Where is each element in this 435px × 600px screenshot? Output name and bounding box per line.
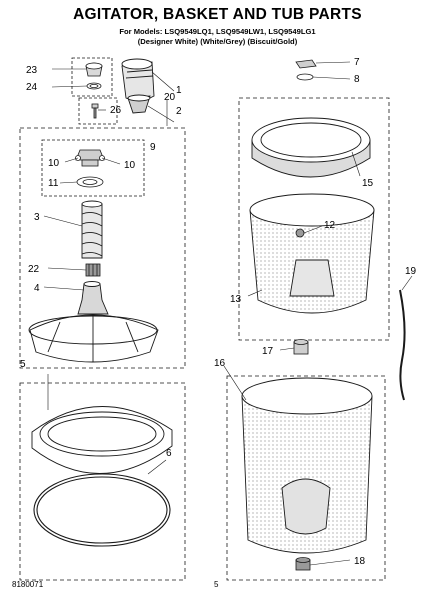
callout-19: 19 [405, 266, 417, 277]
part-26-bolt [91, 103, 99, 119]
part-6-gasket [33, 473, 171, 547]
part-8-washer [296, 73, 314, 81]
part-11-cam [76, 176, 104, 188]
part-10-dogs [75, 149, 105, 167]
group-box-20 [19, 127, 186, 369]
callout-1: 1 [176, 85, 182, 96]
part-5-balance-ring [31, 406, 173, 474]
callout-4: 4 [34, 283, 40, 294]
callout-18: 18 [354, 556, 366, 567]
callout-10-right: 10 [124, 160, 136, 171]
callout-11: 11 [48, 178, 59, 189]
part-19-hose [399, 289, 406, 401]
models-line: For Models: LSQ9549LQ1, LSQ9549LW1, LSQ9… [119, 27, 316, 36]
part-3-auger [81, 200, 103, 259]
part-13-basket [249, 193, 375, 314]
group-box-16-18 [226, 375, 386, 581]
part-7-nut [295, 59, 317, 69]
callout-17: 17 [262, 346, 274, 357]
callout-13: 13 [230, 294, 242, 305]
part-17-cap [293, 339, 309, 355]
callout-7: 7 [354, 57, 360, 68]
doc-number: 8180071 [12, 580, 44, 589]
group-box-26 [78, 97, 118, 125]
callout-2: 2 [176, 106, 182, 117]
part-24-seal [86, 82, 102, 90]
callout-24: 24 [26, 82, 38, 93]
part-18-nut [295, 557, 311, 571]
page-title: AGITATOR, BASKET AND TUB PARTS [73, 6, 362, 23]
part-1-agitator-cap [121, 58, 155, 101]
group-box-23-24 [71, 57, 113, 97]
callout-10-left: 10 [48, 158, 60, 169]
callout-23: 23 [26, 65, 38, 76]
callout-15: 15 [362, 178, 374, 189]
callout-5: 5 [20, 359, 26, 370]
page-number: 5 [214, 580, 219, 589]
callout-12: 12 [324, 220, 336, 231]
group-box-9 [41, 139, 145, 197]
part-23-cap [85, 62, 103, 77]
part-4-agitator-base [28, 281, 159, 363]
part-12-hub-nut [295, 228, 305, 238]
colors-line: (Designer White) (White/Grey) (Biscuit/G… [137, 37, 298, 46]
callout-9: 9 [150, 142, 156, 153]
callout-3: 3 [34, 212, 40, 223]
callout-6: 6 [166, 448, 172, 459]
leader-lines [43, 61, 413, 566]
callout-20: 20 [164, 92, 176, 103]
callout-16: 16 [214, 358, 226, 369]
callout-8: 8 [354, 74, 360, 85]
part-15-balance-ring [251, 117, 371, 178]
part-2-cap-cone [127, 94, 151, 114]
callout-26: 26 [110, 105, 122, 116]
part-22-bearing [85, 263, 101, 277]
callout-22: 22 [28, 264, 40, 275]
part-16-tub [241, 377, 373, 554]
